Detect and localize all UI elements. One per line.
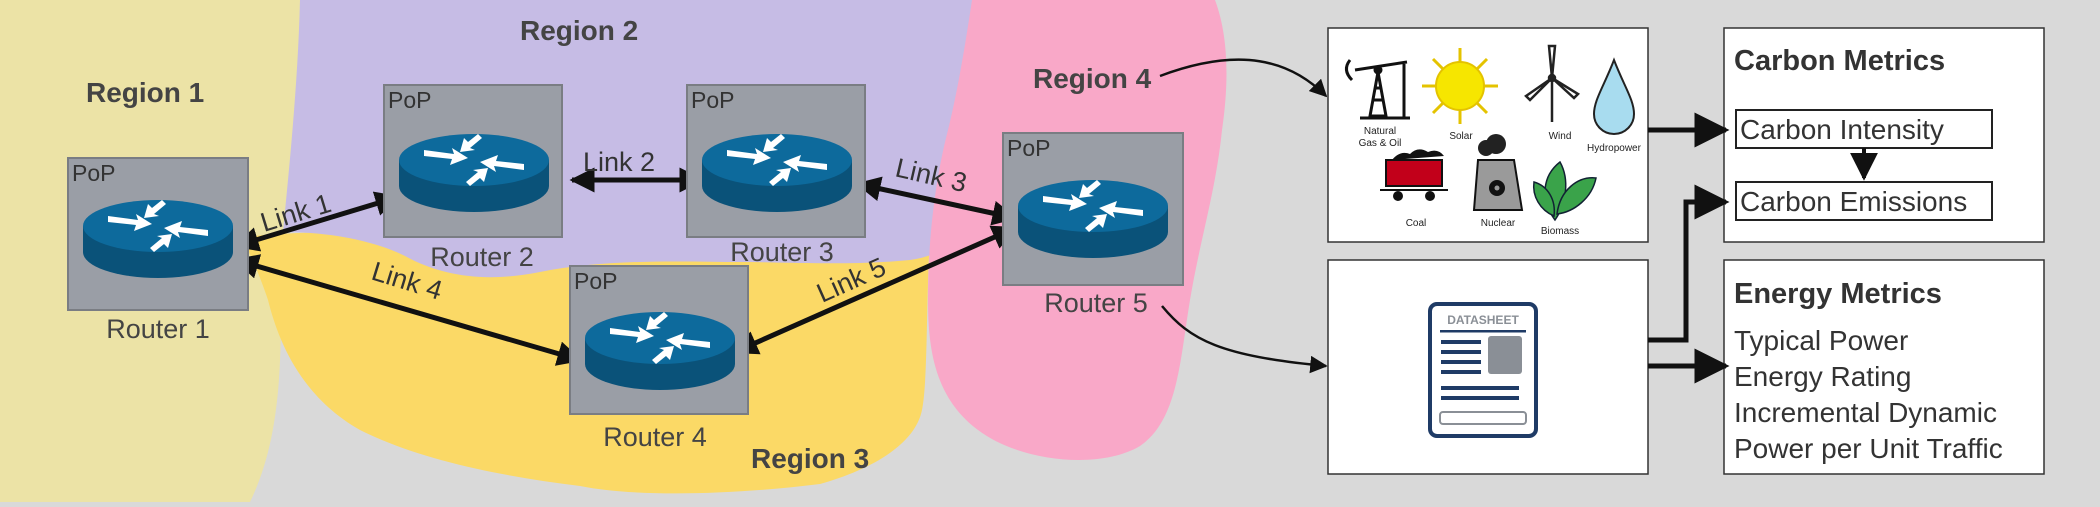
nuclear-label: Nuclear (1481, 218, 1516, 229)
link-4-line (233, 254, 583, 366)
coal-cart-icon (1380, 149, 1448, 201)
nuclear-plant-icon (1472, 134, 1524, 211)
router-4-label: Router 4 (603, 422, 707, 452)
solar-label: Solar (1449, 131, 1473, 142)
natural-gas-label-2: Gas & Oil (1359, 138, 1402, 149)
router-2-icon (399, 134, 549, 212)
region-4-to-sources-arrow (1159, 58, 1328, 98)
region-1-label: Region 1 (86, 77, 204, 108)
datasheet-to-emissions-arrow (1648, 184, 1730, 343)
hydropower-label: Hydropower (1587, 143, 1642, 154)
router-4-pop: PoP Router 4 (569, 265, 749, 452)
router-5-pop: PoP Router 5 (1002, 132, 1184, 318)
energy-metric-item: Power per Unit Traffic (1734, 433, 2003, 464)
link-3-line (855, 176, 1018, 226)
carbon-intensity-label: Carbon Intensity (1740, 114, 1944, 145)
datasheet-icon: DATASHEET (1428, 302, 1538, 438)
energy-metrics-title: Energy Metrics (1734, 278, 1942, 310)
carbon-metrics-title: Carbon Metrics (1734, 45, 1945, 77)
region-2-label: Region 2 (520, 15, 638, 46)
oil-pump-icon (1345, 59, 1410, 120)
datasheet-panel: DATASHEET (1327, 259, 1649, 475)
link-1-line (233, 191, 401, 252)
region-3-label: Region 3 (751, 443, 869, 474)
energy-metrics-panel: Energy Metrics Typical Power Energy Rati… (1723, 259, 2045, 475)
router-2-label: Router 2 (430, 242, 534, 272)
carbon-intensity-box (1735, 109, 1993, 149)
wind-turbine-icon (1524, 44, 1581, 122)
router-5-to-datasheet-arrow (1161, 305, 1328, 374)
links (233, 167, 1018, 366)
router-5-icon (1018, 180, 1168, 258)
router-5-label: Router 5 (1044, 288, 1148, 318)
energy-sources-panel: Natural Gas & Oil Solar Wind Hydropower (1327, 27, 1649, 243)
pop-label: PoP (72, 160, 115, 186)
router-1-label: Router 1 (106, 314, 210, 344)
router-3-label: Router 3 (730, 237, 834, 267)
wind-label: Wind (1549, 131, 1572, 142)
pop-label: PoP (1007, 135, 1050, 161)
energy-metric-item: Typical Power (1734, 325, 1908, 356)
router-1-pop: PoP Router 1 (67, 157, 249, 344)
coal-label: Coal (1406, 218, 1427, 229)
biomass-label: Biomass (1541, 226, 1579, 237)
router-2-pop: PoP Router 2 (383, 84, 563, 272)
router-1-icon (83, 200, 233, 278)
region-4-label: Region 4 (1033, 63, 1152, 94)
link-5-line (732, 225, 1018, 355)
energy-metric-item: Incremental Dynamic (1734, 397, 1997, 428)
router-3-pop: PoP Router 3 (686, 84, 866, 267)
sun-icon (1422, 48, 1498, 124)
energy-metric-item: Energy Rating (1734, 361, 1911, 392)
router-3-icon (702, 134, 852, 212)
link-2-label: Link 2 (583, 147, 655, 177)
leaves-icon (1532, 160, 1597, 222)
carbon-emissions-label: Carbon Emissions (1740, 186, 1967, 217)
natural-gas-label-1: Natural (1364, 126, 1396, 137)
carbon-emissions-box (1735, 181, 1993, 221)
pop-label: PoP (388, 87, 431, 113)
datasheet-title: DATASHEET (1447, 313, 1519, 327)
carbon-metrics-panel: Carbon Metrics Carbon Intensity Carbon E… (1723, 27, 2045, 243)
pop-label: PoP (574, 268, 617, 294)
router-4-icon (585, 312, 735, 390)
pop-label: PoP (691, 87, 734, 113)
water-drop-icon (1592, 57, 1636, 135)
